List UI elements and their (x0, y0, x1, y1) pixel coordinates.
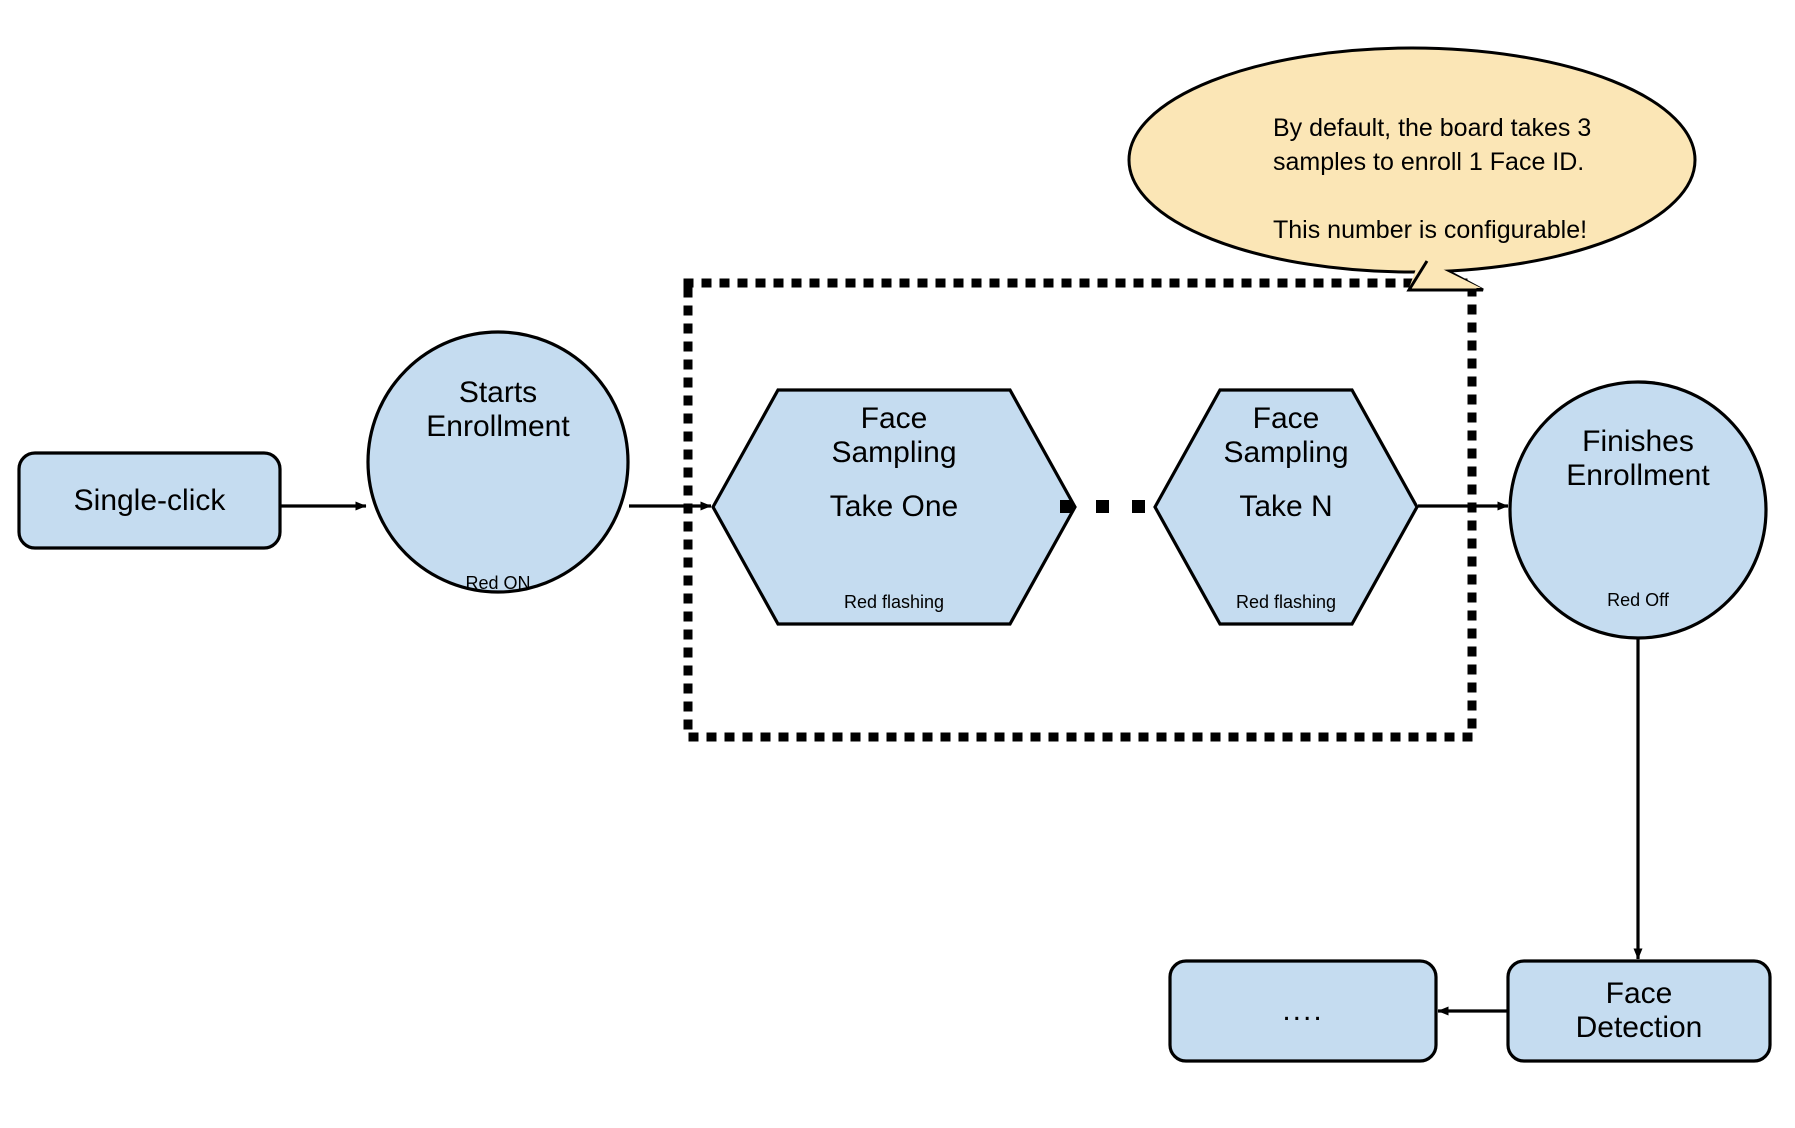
callout-bubble-shape (1127, 46, 1697, 292)
node-face-sampling-take-one-shape[interactable] (711, 388, 1077, 626)
node-more-steps-shape[interactable] (1168, 959, 1438, 1063)
node-finishes-enrollment-shape[interactable] (1508, 380, 1768, 640)
node-single-click-shape[interactable] (17, 451, 282, 550)
sampling-loop-group-border (683, 278, 1477, 742)
node-face-sampling-take-n-shape[interactable] (1153, 388, 1419, 626)
hexagon-ellipsis-dots (1060, 500, 1145, 513)
node-face-detection-shape[interactable] (1506, 959, 1772, 1063)
node-starts-enrollment-shape[interactable] (366, 330, 630, 594)
